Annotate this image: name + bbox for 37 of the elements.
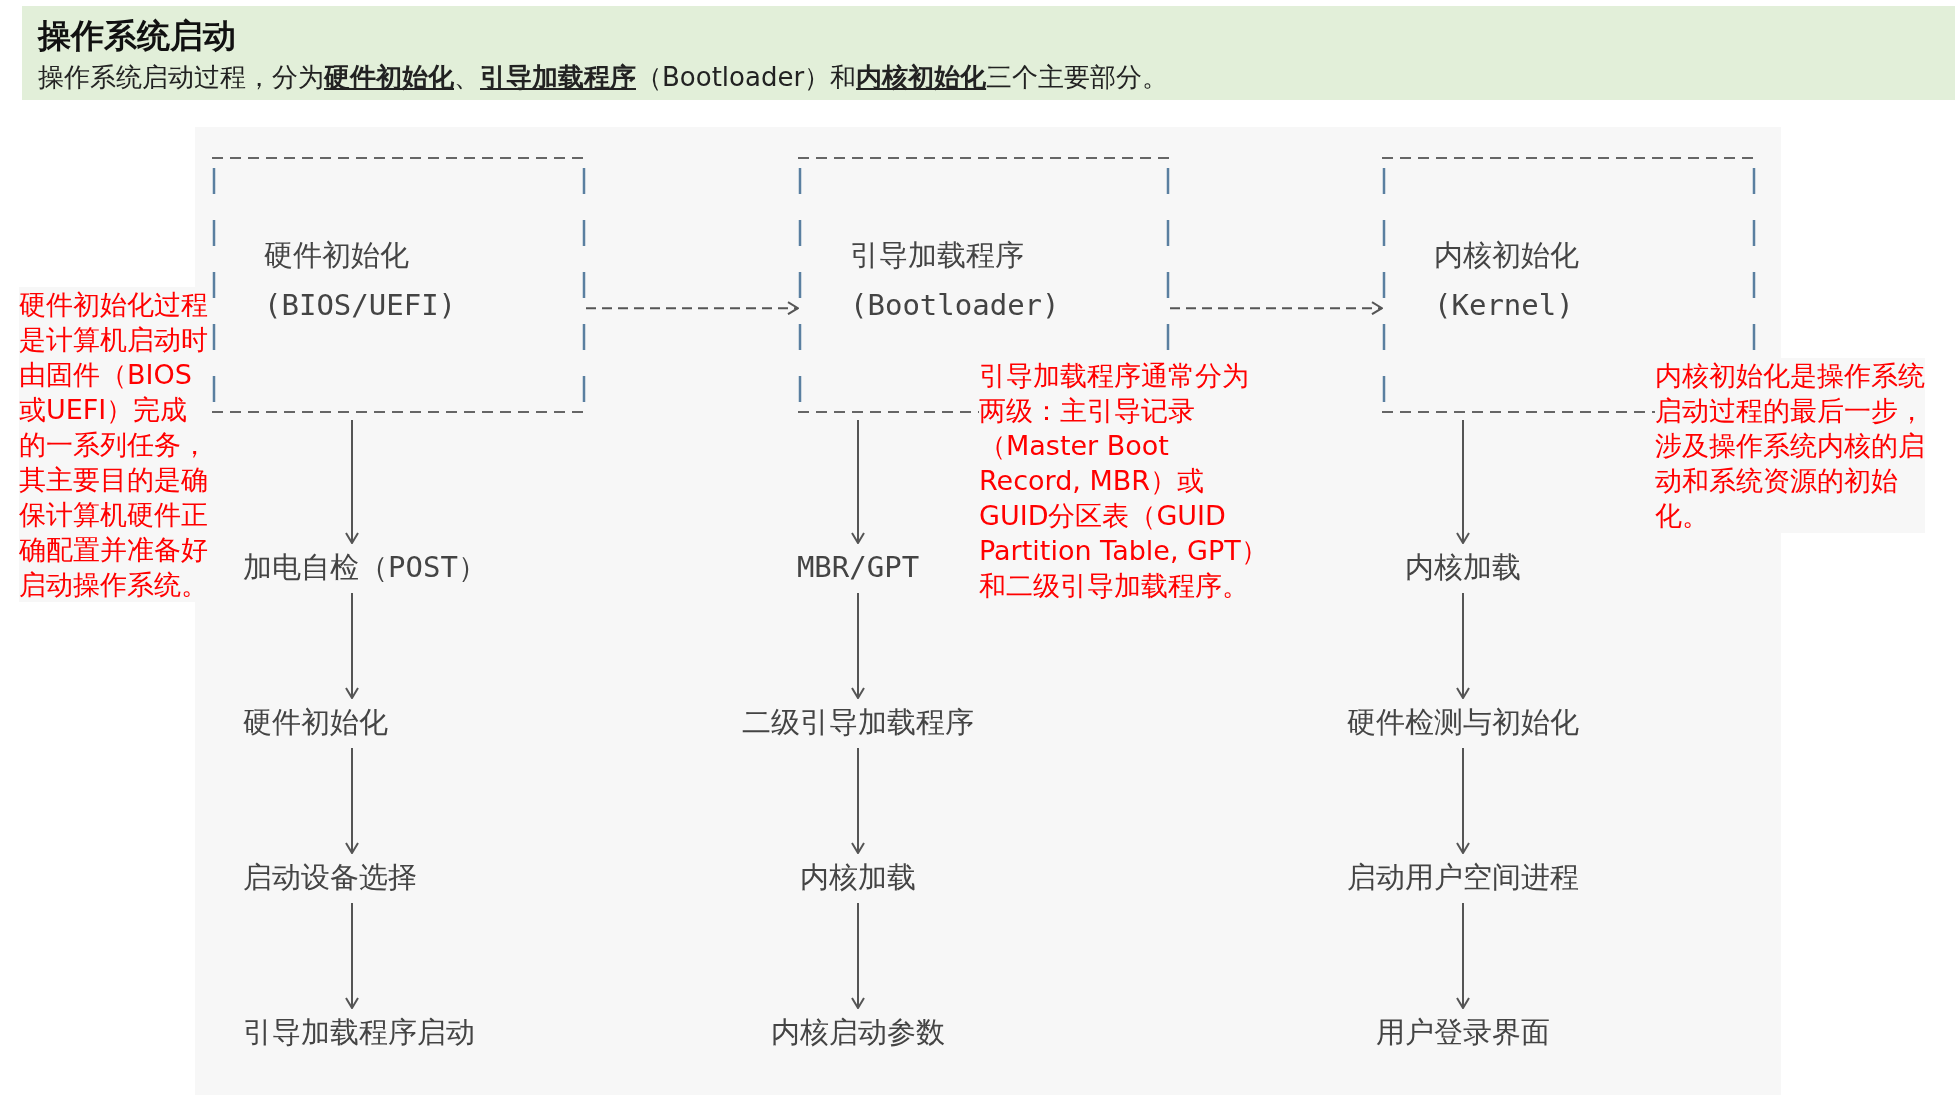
arrow xyxy=(1456,592,1470,699)
box-title: 硬件初始化 xyxy=(264,237,409,274)
annotation-text: 硬件初始化过程是计算机启动时由固件（BIOS或UEFI）完成的一系列任务，其主要目的是确保计算机硬件正确配置并准备好启动操作系统。 xyxy=(19,287,211,602)
step-text: 内核启动参数 xyxy=(771,1012,945,1052)
arrow xyxy=(345,419,359,544)
step-text: 内核加载 xyxy=(1405,547,1521,587)
box-subtitle: (Kernel) xyxy=(1434,288,1574,322)
arrow xyxy=(851,902,865,1009)
arrow xyxy=(345,592,359,699)
arrow xyxy=(1456,419,1470,544)
step-text: 启动设备选择 xyxy=(243,857,417,897)
step-text: 用户登录界面 xyxy=(1376,1012,1550,1052)
step-text: 硬件初始化 xyxy=(243,702,388,742)
arrow xyxy=(345,902,359,1009)
box-title: 引导加载程序 xyxy=(850,237,1024,274)
step-text: 二级引导加载程序 xyxy=(742,702,974,742)
arrow xyxy=(851,419,865,544)
step-text: MBR/GPT xyxy=(796,547,920,587)
annotation-text: 内核初始化是操作系统启动过程的最后一步，涉及操作系统内核的启动和系统资源的初始化。 xyxy=(1655,358,1925,533)
arrow xyxy=(1456,902,1470,1009)
arrow xyxy=(1456,747,1470,854)
title: 操作系统启动 xyxy=(38,15,236,57)
arrow xyxy=(851,592,865,699)
step-text: 加电自检（POST） xyxy=(243,547,487,587)
dashed-arrow xyxy=(585,301,799,316)
step-text: 启动用户空间进程 xyxy=(1347,857,1579,897)
subtitle: 操作系统启动过程，分为硬件初始化、引导加载程序（Bootloader）和内核初始化三个主要部分。 xyxy=(38,61,1169,94)
step-text: 内核加载 xyxy=(800,857,916,897)
box-title: 内核初始化 xyxy=(1434,237,1579,274)
process-box xyxy=(212,156,586,414)
dashed-arrow xyxy=(1169,301,1383,316)
arrow xyxy=(345,747,359,854)
box-subtitle: (Bootloader) xyxy=(850,288,1060,322)
step-text: 硬件检测与初始化 xyxy=(1347,702,1579,742)
arrow xyxy=(851,747,865,854)
step-text: 引导加载程序启动 xyxy=(243,1012,475,1052)
box-subtitle: (BIOS/UEFI) xyxy=(264,288,457,322)
